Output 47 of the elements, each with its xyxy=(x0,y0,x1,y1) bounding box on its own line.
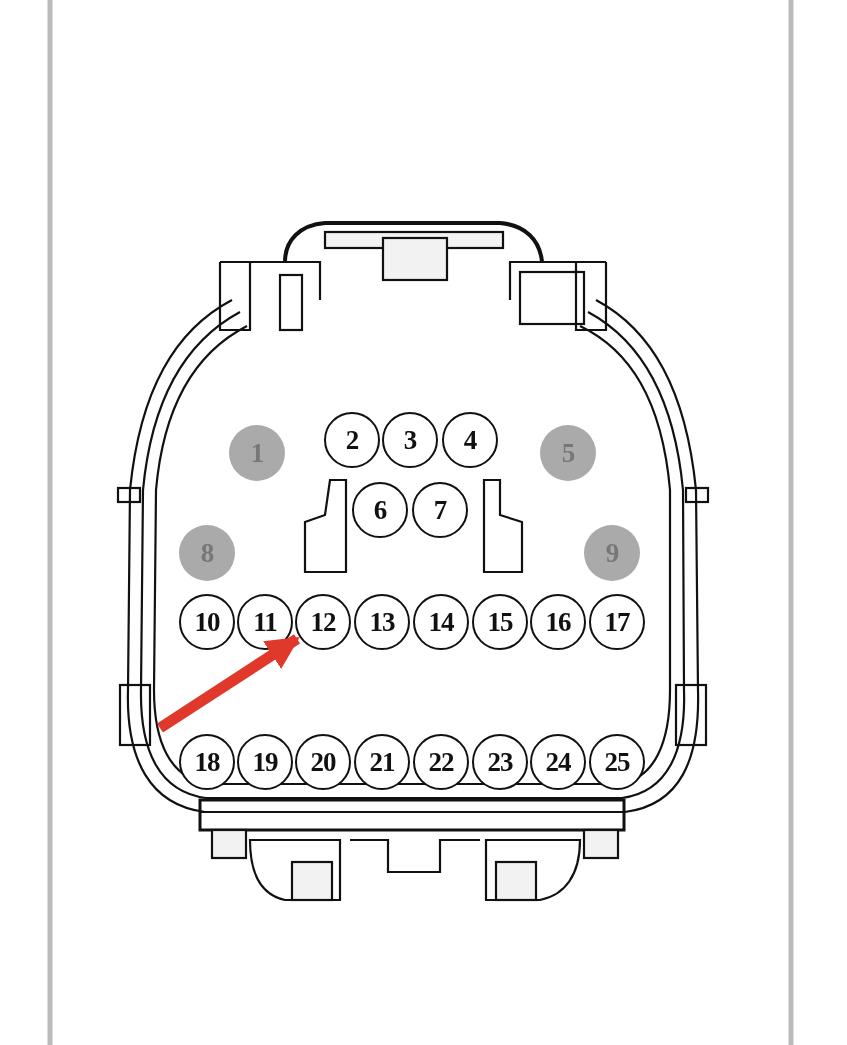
pin-number: 11 xyxy=(253,608,277,636)
pin-number: 17 xyxy=(604,608,630,636)
filled-pin-circle xyxy=(179,525,235,581)
pin-number: 3 xyxy=(403,426,417,454)
pin-circle xyxy=(354,594,410,650)
pin-circle xyxy=(352,482,408,538)
pin-number: 6 xyxy=(373,496,387,524)
pin-number: 22 xyxy=(428,748,454,776)
filled-pin-circle xyxy=(540,425,596,481)
pin-circle xyxy=(237,594,293,650)
pin-number: 23 xyxy=(487,748,513,776)
pin-circle xyxy=(179,594,235,650)
pin-circle xyxy=(472,734,528,790)
pin-circle xyxy=(412,482,468,538)
pin-circle xyxy=(382,412,438,468)
pin-circle xyxy=(530,594,586,650)
pin-number: 10 xyxy=(194,608,220,636)
pin-number: 14 xyxy=(428,608,454,636)
pin-circle xyxy=(589,734,645,790)
pin-circle xyxy=(589,594,645,650)
pin-circle xyxy=(179,734,235,790)
pin-circle xyxy=(530,734,586,790)
pin-circle xyxy=(237,734,293,790)
pin-circle xyxy=(472,594,528,650)
pin-number: 21 xyxy=(369,748,395,776)
pin-number: 7 xyxy=(433,496,447,524)
pin-number: 12 xyxy=(310,608,336,636)
pin-number: 15 xyxy=(487,608,513,636)
pointer-arrow xyxy=(157,634,300,733)
pin-circle xyxy=(295,594,351,650)
pin-number: 4 xyxy=(463,426,477,454)
pin-circle xyxy=(413,734,469,790)
pin-number: 24 xyxy=(545,748,571,776)
pin-number: 2 xyxy=(345,426,359,454)
pin-number: 16 xyxy=(545,608,571,636)
pin-circle xyxy=(295,734,351,790)
pin-number: 19 xyxy=(252,748,278,776)
pin-number: 25 xyxy=(604,748,630,776)
pin-number: 20 xyxy=(310,748,336,776)
pin-number: 13 xyxy=(369,608,395,636)
filled-pin-circle xyxy=(584,525,640,581)
filled-pin-circle xyxy=(229,425,285,481)
pin-number: 18 xyxy=(194,748,220,776)
pin-circle xyxy=(413,594,469,650)
pin-circle xyxy=(442,412,498,468)
pin-circle xyxy=(324,412,380,468)
pin-circle xyxy=(354,734,410,790)
